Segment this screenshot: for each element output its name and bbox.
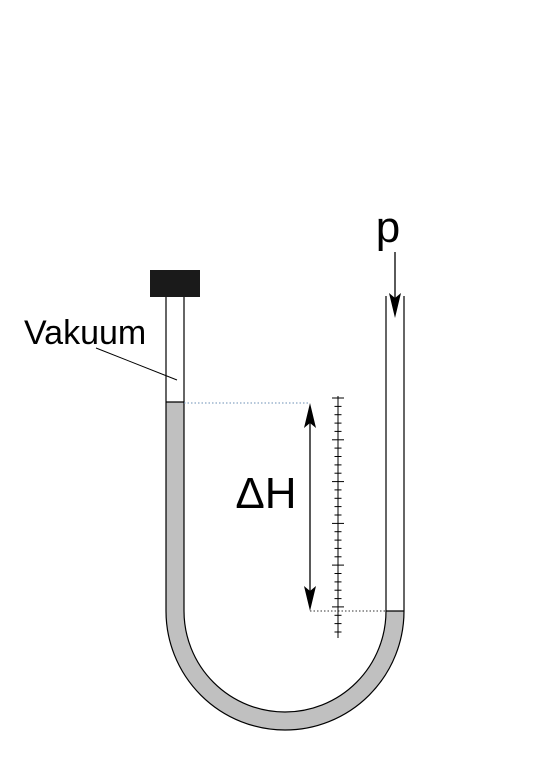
pressure-arrow [389, 252, 401, 318]
measuring-scale [332, 396, 344, 638]
delta-h-arrow [304, 403, 316, 611]
manometer-liquid [166, 402, 404, 730]
arrowhead-down-icon [389, 293, 401, 318]
u-tube-outer-wall [165, 296, 405, 731]
vacuum-leader-line [95, 347, 178, 381]
pressure-label: p [376, 203, 400, 252]
arrowhead-up-icon [304, 403, 316, 428]
vacuum-label: Vakuum [24, 314, 146, 352]
sealed-cap [150, 270, 200, 297]
arrowhead-down-icon [304, 586, 316, 611]
delta-h-label: ΔH [235, 469, 296, 518]
u-tube [165, 296, 405, 731]
u-tube-inner-wall [183, 296, 387, 713]
